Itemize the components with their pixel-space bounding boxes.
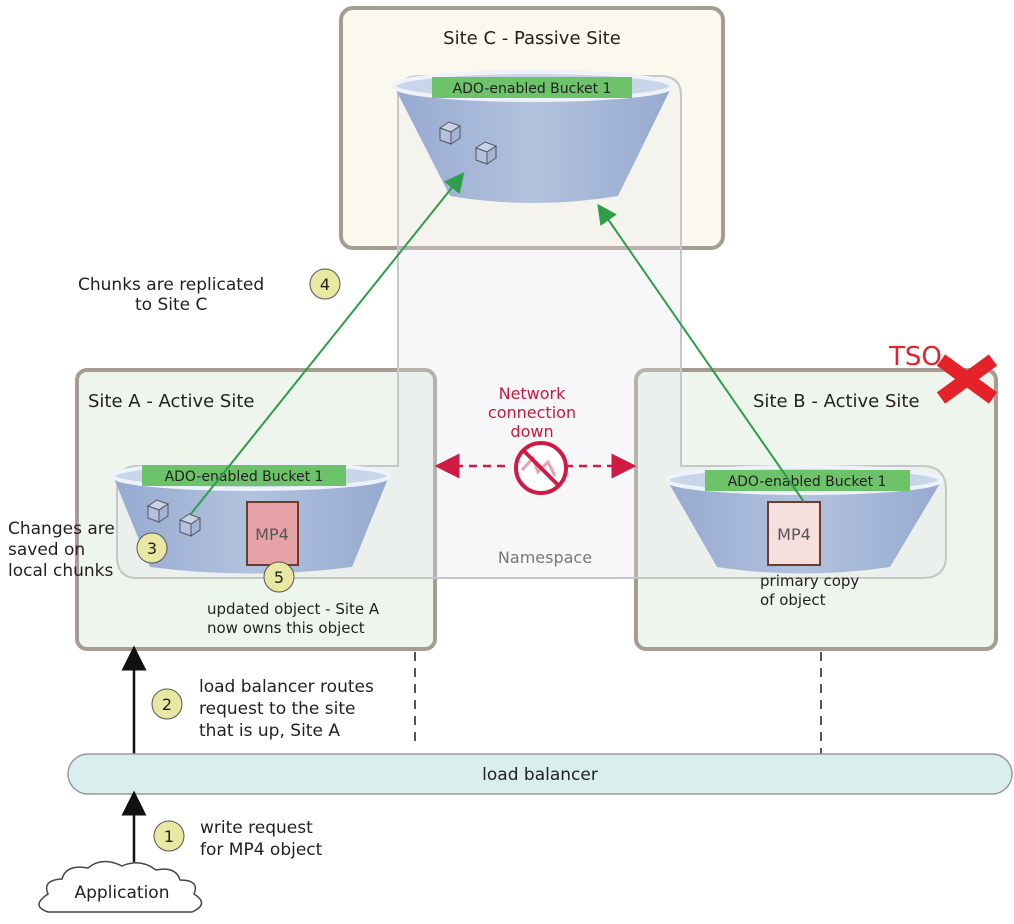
primary-copy-line1: primary copy [760, 572, 859, 590]
step1-line2: for MP4 object [200, 840, 323, 860]
site-b-mp4-object [767, 501, 821, 566]
namespace-outline [116, 75, 947, 579]
site-a-mp4-label: MP4 [255, 525, 289, 544]
site-a-bucket-label: ADO-enabled Bucket 1 [165, 469, 324, 485]
step5-number: 5 [274, 568, 284, 587]
step1-number: 1 [164, 827, 174, 846]
load-balancer: load balancer [67, 753, 1013, 795]
no-connection-icon [514, 441, 568, 495]
step3-badge [136, 532, 168, 564]
network-down-line2: connection [488, 403, 576, 422]
network-down-line3: down [510, 422, 553, 441]
application-label: Application [75, 883, 170, 903]
tso-x-icon [936, 354, 998, 404]
site-c-bucket-label-bg [432, 77, 632, 98]
tso-label: TSO [888, 342, 942, 372]
site-b-bucket: ADO-enabled Bucket 1 MP4 [665, 465, 943, 574]
step5-line2: now owns this object [207, 619, 365, 637]
network-down-indicator: Network connection down [434, 384, 637, 495]
step4-number: 4 [320, 275, 330, 294]
site-b-bucket-label: ADO-enabled Bucket 1 [728, 474, 887, 490]
step3-line3: local chunks [8, 561, 114, 581]
site-a-title: Site A - Active Site [88, 391, 255, 412]
cloud-icon [38, 860, 203, 913]
step4-line1: Chunks are replicated [78, 275, 264, 295]
network-down-line1: Network [499, 384, 567, 403]
step2-line3: that is up, Site A [199, 721, 340, 741]
step1-badge [153, 820, 185, 852]
step2-number: 2 [162, 695, 172, 714]
step5-badge [263, 561, 295, 593]
replication-arrow-site-a-to-c [189, 172, 465, 516]
site-a-bucket: ADO-enabled Bucket 1 MP4 [111, 461, 391, 574]
namespace-label: Namespace [498, 548, 592, 567]
step4-line2: to Site C [135, 295, 207, 315]
step5-line1: updated object - Site A [207, 600, 380, 618]
step3-line1: Changes are [8, 519, 115, 539]
step3-number: 3 [147, 539, 157, 558]
site-c-bucket-label: ADO-enabled Bucket 1 [453, 81, 612, 97]
site-a-bucket-label-bg [142, 465, 346, 486]
site-a-mp4-object [246, 501, 299, 566]
step2-line1: load balancer routes [199, 677, 374, 697]
site-b-title: Site B - Active Site [753, 391, 920, 412]
step1-line1: write request [200, 818, 313, 838]
load-balancer-label: load balancer [482, 765, 598, 785]
step4-badge [309, 268, 341, 300]
step3-line2: saved on [8, 540, 85, 560]
application-cloud: Application [38, 860, 203, 913]
site-b-bucket-label-bg [705, 470, 910, 491]
step2-badge [151, 688, 183, 720]
replication-arrow-site-b-to-c [597, 203, 805, 503]
primary-copy-line2: of object [760, 591, 826, 609]
step2-line2: request to the site [199, 699, 356, 719]
site-c-title: Site C - Passive Site [443, 28, 621, 49]
site-b-mp4-label: MP4 [777, 525, 811, 544]
